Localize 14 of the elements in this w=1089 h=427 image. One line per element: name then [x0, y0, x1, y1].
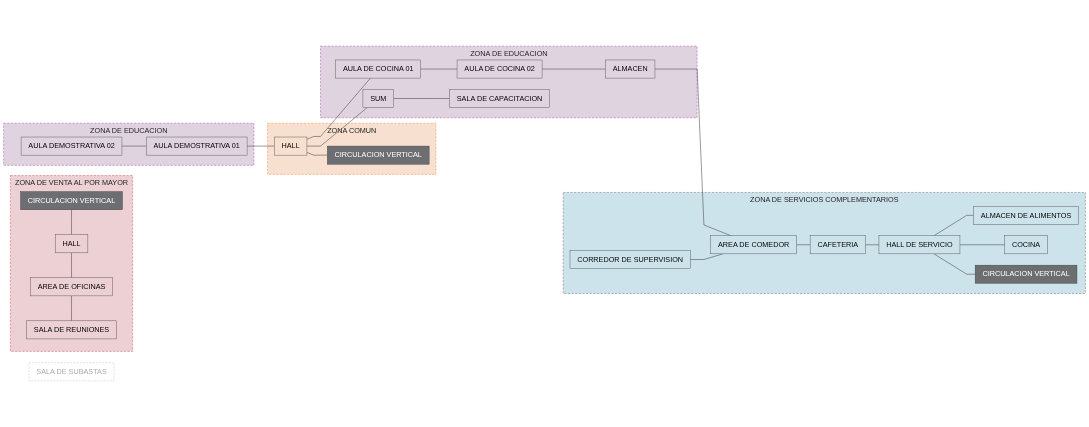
connector: [541, 68, 606, 70]
connector: [71, 252, 72, 278]
connector: [865, 244, 880, 246]
connector: [959, 244, 1005, 246]
connector: [246, 145, 275, 147]
connector: [690, 253, 724, 260]
connector: [71, 295, 72, 322]
connector: [306, 107, 368, 147]
connector: [306, 152, 328, 156]
connector: [933, 253, 976, 275]
connector: [933, 215, 974, 236]
connector: [71, 209, 72, 235]
connector: [306, 77, 371, 140]
connector: [393, 98, 450, 99]
